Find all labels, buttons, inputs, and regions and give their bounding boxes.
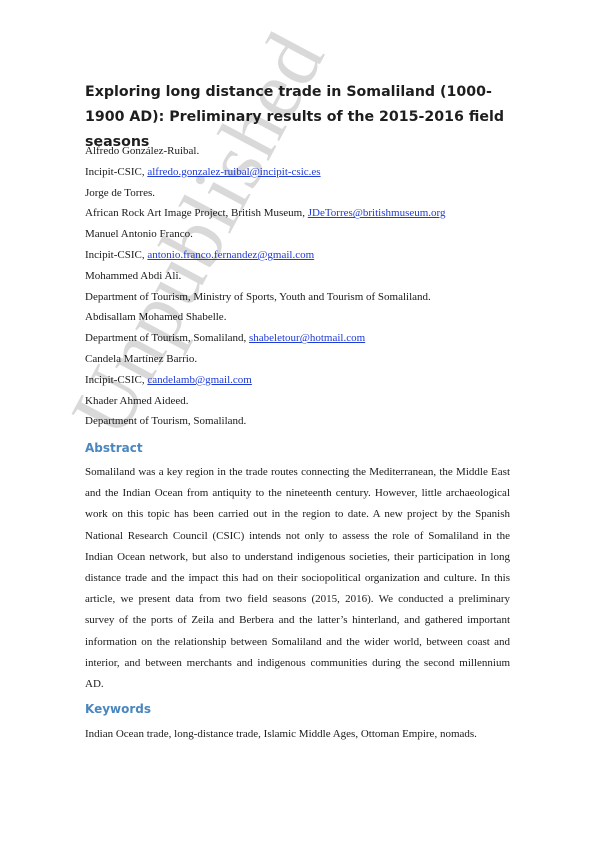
abstract-body: Somaliland was a key region in the trade… xyxy=(85,466,510,691)
author-affiliation: Department of Tourism, Somaliland. xyxy=(85,411,515,432)
author-name: Mohammed Abdi Ali. xyxy=(85,269,182,282)
affiliation-text: Department of Tourism, Somaliland, xyxy=(85,332,250,345)
affiliation-text: African Rock Art Image Project, British … xyxy=(85,207,308,220)
affiliation-text: Incipit-CSIC, xyxy=(85,373,148,386)
paper-title: Exploring long distance trade in Somalil… xyxy=(85,84,504,150)
author-list: Alfredo González-Ruibal. Incipit-CSIC, a… xyxy=(85,141,515,432)
author-name: Candela Martínez Barrio. xyxy=(85,352,198,365)
affiliation-text: Incipit-CSIC, xyxy=(85,248,148,261)
author-affiliation: Department of Tourism, Somaliland, shabe… xyxy=(85,328,515,349)
email-link[interactable]: shabeletour@hotmail.com xyxy=(249,332,366,345)
email-link[interactable]: candelamb@gmail.com xyxy=(147,373,252,386)
abstract-heading: Abstract xyxy=(85,441,143,455)
affiliation-text: Department of Tourism, Somaliland. xyxy=(85,415,247,428)
keywords-body: Indian Ocean trade, long-distance trade,… xyxy=(85,728,477,740)
author-affiliation: African Rock Art Image Project, British … xyxy=(85,203,515,224)
author-name: Khader Ahmed Aideed. xyxy=(85,394,189,407)
email-link[interactable]: alfredo.gonzalez-ruibal@incipit-csic.es xyxy=(147,165,321,178)
author-affiliation: Incipit-CSIC, antonio.franco.fernandez@g… xyxy=(85,245,515,266)
author-affiliation: Department of Tourism, Ministry of Sport… xyxy=(85,287,515,308)
author-name: Manuel Antonio Franco. xyxy=(85,228,193,241)
keywords-heading: Keywords xyxy=(85,702,152,716)
author-name: Alfredo González-Ruibal. xyxy=(85,145,200,157)
affiliation-text: Incipit-CSIC, xyxy=(85,165,148,178)
affiliation-text: Department of Tourism, Ministry of Sport… xyxy=(85,290,431,303)
email-link[interactable]: JDeTorres@britishmuseum.org xyxy=(307,207,446,220)
author-name: Abdisallam Mohamed Shabelle. xyxy=(85,311,227,324)
email-link[interactable]: antonio.franco.fernandez@gmail.com xyxy=(147,248,315,261)
author-affiliation: Incipit-CSIC, alfredo.gonzalez-ruibal@in… xyxy=(85,162,515,183)
author-affiliation: Incipit-CSIC, candelamb@gmail.com xyxy=(85,370,515,391)
author-name: Jorge de Torres. xyxy=(85,186,156,199)
